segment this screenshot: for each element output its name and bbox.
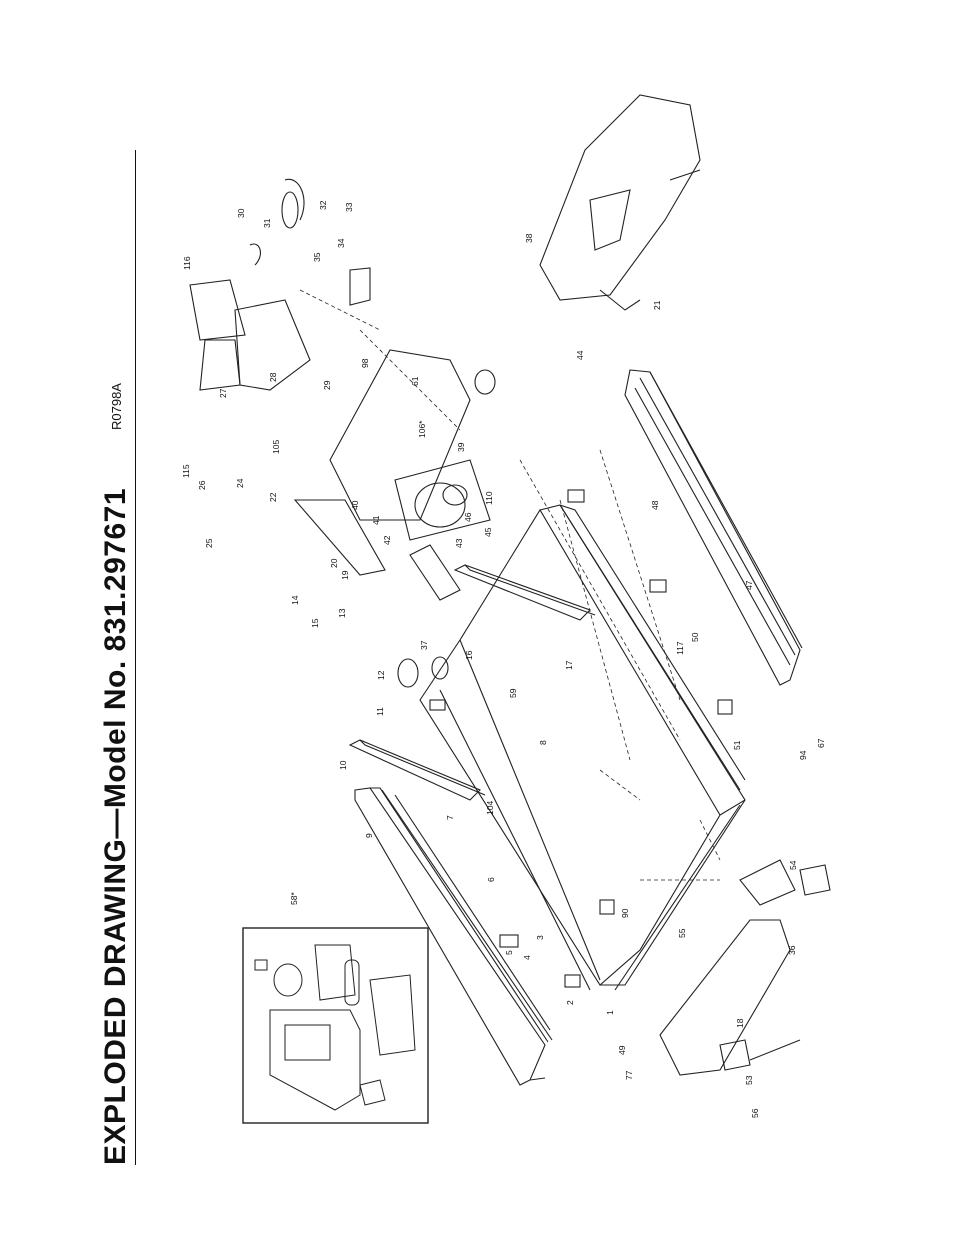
callout-48: 48: [650, 500, 660, 510]
callout-33: 33: [344, 202, 354, 212]
callout-7: 7: [445, 815, 455, 820]
callout-44: 44: [575, 350, 585, 360]
callout-116: 116: [182, 256, 192, 270]
rear-feet: [719, 864, 831, 1071]
callout-31: 31: [262, 218, 272, 228]
callout-1: 1: [605, 1010, 615, 1015]
callout-77: 77: [624, 1070, 634, 1080]
callout-106-star: 106*: [417, 420, 427, 438]
callout-98: 98: [360, 358, 370, 368]
callout-37: 37: [419, 640, 429, 650]
callout-6: 6: [486, 877, 496, 882]
callout-38: 38: [524, 233, 534, 243]
callout-26: 26: [197, 480, 207, 490]
callout-15: 15: [310, 618, 320, 628]
callout-12: 12: [376, 670, 386, 680]
callout-4: 4: [522, 955, 532, 960]
callout-25: 25: [204, 538, 214, 548]
callout-117: 117: [675, 641, 685, 655]
callout-2: 2: [565, 1000, 575, 1005]
callout-36: 36: [787, 945, 797, 955]
callout-40: 40: [350, 500, 360, 510]
motor-hood: [539, 94, 701, 311]
callout-29: 29: [322, 380, 332, 390]
callout-28: 28: [268, 372, 278, 382]
callout-58-star: 58*: [289, 892, 299, 905]
callout-8: 8: [538, 740, 548, 745]
callout-16: 16: [464, 650, 474, 660]
callout-42: 42: [382, 535, 392, 545]
left-upright: [348, 739, 486, 801]
right-side-rail: [624, 369, 803, 686]
callout-46: 46: [463, 512, 473, 522]
alignment-lines: [299, 289, 721, 881]
callout-35: 35: [312, 252, 322, 262]
callout-47: 47: [744, 580, 754, 590]
callout-14: 14: [290, 595, 300, 605]
callout-34: 34: [336, 238, 346, 248]
motor-assembly: [293, 349, 496, 601]
callout-13: 13: [337, 608, 347, 618]
callout-59: 59: [508, 688, 518, 698]
wiring: [249, 178, 371, 306]
callout-5: 5: [504, 950, 514, 955]
callout-39: 39: [456, 442, 466, 452]
kit-parts: [254, 944, 416, 1111]
callout-43: 43: [454, 538, 464, 548]
left-side-rail: [354, 787, 553, 1086]
callout-110: 110: [484, 491, 494, 505]
callout-105: 105: [271, 440, 281, 454]
callout-21: 21: [652, 300, 662, 310]
callout-49: 49: [617, 1045, 627, 1055]
callout-41: 41: [371, 515, 381, 525]
right-upright: [453, 564, 596, 621]
callout-53: 53: [744, 1075, 754, 1085]
callout-20: 20: [329, 558, 339, 568]
rear-end-cap: [659, 859, 801, 1076]
callout-22: 22: [268, 492, 278, 502]
callout-115: 115: [181, 464, 191, 478]
callout-10: 10: [338, 760, 348, 770]
brackets: [429, 489, 733, 988]
callout-30: 30: [236, 208, 246, 218]
callout-27: 27: [218, 388, 228, 398]
main-frame: [419, 504, 746, 991]
callout-56: 56: [750, 1108, 760, 1118]
callout-50: 50: [690, 632, 700, 642]
callout-51: 51: [732, 740, 742, 750]
callout-labels: 1234567891011121314151617181920212224252…: [181, 200, 826, 1118]
callout-61: 61: [410, 376, 420, 386]
callout-104: 104: [485, 801, 495, 815]
callout-9: 9: [364, 833, 374, 838]
callout-54: 54: [788, 860, 798, 870]
callout-90: 90: [620, 908, 630, 918]
callout-45: 45: [483, 527, 493, 537]
control-board: [189, 279, 311, 391]
callout-18: 18: [735, 1018, 745, 1028]
callout-24: 24: [235, 478, 245, 488]
callout-19: 19: [340, 570, 350, 580]
callout-67: 67: [816, 738, 826, 748]
kit-inset-box: [242, 927, 429, 1124]
callout-94: 94: [798, 750, 808, 760]
callout-17: 17: [564, 660, 574, 670]
callout-55: 55: [677, 928, 687, 938]
callout-3: 3: [535, 935, 545, 940]
callout-32: 32: [318, 200, 328, 210]
front-roller: [397, 656, 449, 688]
callout-11: 11: [375, 707, 385, 716]
